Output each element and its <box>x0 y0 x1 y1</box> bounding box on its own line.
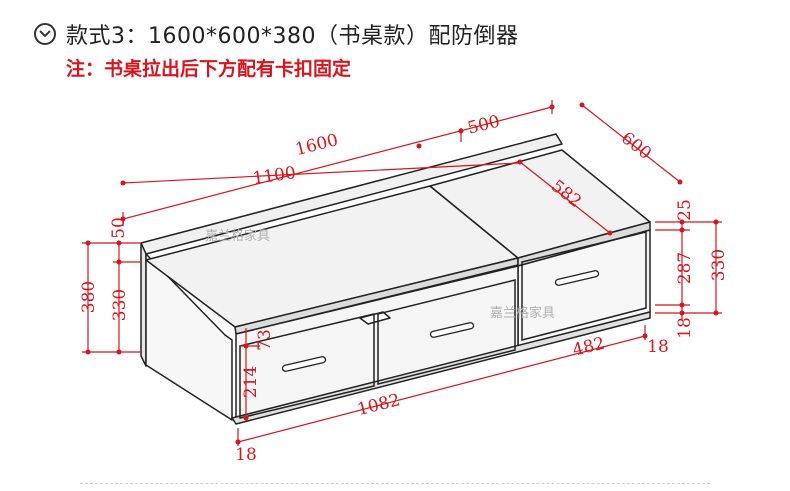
dim-right-total-height: 330 <box>709 249 729 281</box>
dim-total-height: 380 <box>79 281 99 313</box>
drawer-left <box>239 313 375 419</box>
watermark: 嘉兰格家具 <box>205 228 270 244</box>
dim-right-base: 18 <box>647 337 669 357</box>
dim-right-drawer-height: 287 <box>675 252 695 284</box>
watermark: 嘉兰格家具 <box>490 305 555 321</box>
note-text: 注：书桌拉出后下方配有卡扣固定 <box>66 58 352 80</box>
left-side-panel <box>140 242 147 367</box>
dim-body-height: 330 <box>110 289 130 321</box>
bottom-divider <box>80 483 710 484</box>
dim-right-top-board: 25 <box>675 199 695 221</box>
chevron-down-circle-icon <box>34 23 56 45</box>
header: 款式3：1600*600*380（书桌款）配防倒器 注：书桌拉出后下方配有卡扣固… <box>0 0 790 90</box>
dim-top-board: 50 <box>109 217 129 239</box>
dim-front-base-left: 18 <box>235 445 257 465</box>
drawer-handle-left <box>281 356 327 372</box>
dim-right-section: 500 <box>466 112 502 139</box>
dim-drawer-height: 214 <box>241 366 261 398</box>
drawer-handle-right <box>554 270 600 286</box>
drawer-handle-middle <box>429 322 475 338</box>
dim-desk-length: 1100 <box>251 163 297 189</box>
dim-total-length: 1600 <box>293 130 340 160</box>
title-row: 款式3：1600*600*380（书桌款）配防倒器 <box>34 18 518 50</box>
left-end-face <box>145 253 233 421</box>
page-title: 款式3：1600*600*380（书桌款）配防倒器 <box>66 24 519 49</box>
dim-right-bottom-board: 18 <box>675 317 695 339</box>
desk-slot <box>359 311 391 325</box>
dim-inner-height-left: 73 <box>255 329 275 351</box>
dim-front-length: 1082 <box>355 390 402 420</box>
drawer-right <box>521 231 647 341</box>
drawer-middle <box>377 279 516 385</box>
